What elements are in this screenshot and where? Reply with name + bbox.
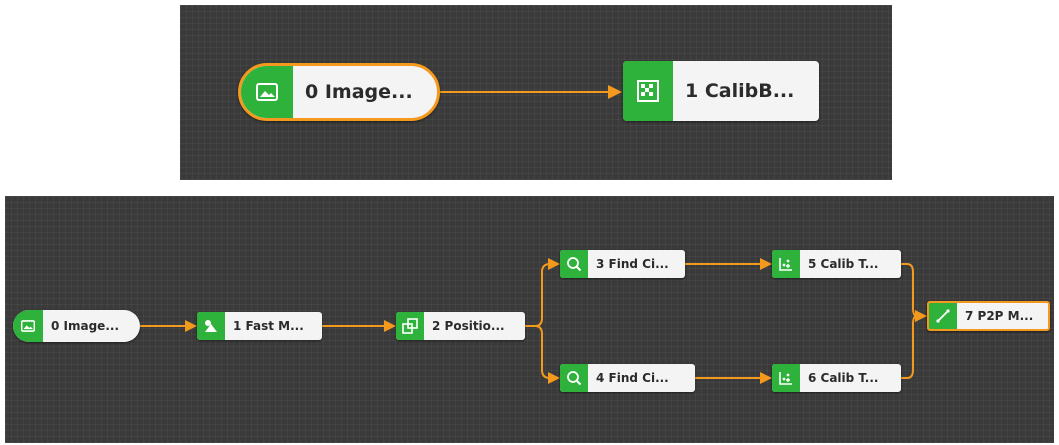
bottom-node-0-image[interactable]: 0 Image... [13, 310, 140, 342]
node-label: 4 Find Ci... [596, 371, 669, 385]
edge-0-1-arrowhead [185, 320, 197, 332]
edge-4-6-arrowhead [760, 372, 772, 384]
bottom-node-1-fast-match[interactable]: 1 Fast M... [197, 312, 322, 340]
node-label: 6 Calib T... [808, 371, 879, 385]
node-label: 0 Image... [305, 81, 413, 103]
bottom-flow-edges [140, 258, 927, 384]
bottom-node-4-find-circle[interactable]: 4 Find Ci... [560, 364, 695, 392]
calibration-board-icon [623, 61, 673, 121]
position-fix-icon [396, 312, 424, 340]
top-node-0-image[interactable]: 0 Image... [238, 63, 440, 121]
node-label: 0 Image... [51, 319, 119, 333]
bottom-node-6-calib-transform[interactable]: 6 Calib T... [772, 364, 901, 392]
node-label: 1 Fast M... [233, 319, 304, 333]
edge-2-4 [525, 325, 551, 379]
node-label: 3 Find Ci... [596, 257, 669, 271]
top-flow-canvas: 0 Image... 1 CalibB... [180, 5, 892, 180]
find-circle-icon [560, 364, 588, 392]
edge-6-7 [901, 315, 918, 379]
edge-1-2-arrowhead [384, 320, 396, 332]
top-node-1-calibboard[interactable]: 1 CalibB... [623, 61, 819, 121]
fast-match-icon [197, 312, 225, 340]
node-label: 1 CalibB... [685, 80, 795, 102]
edge-x-7-arrowhead [915, 310, 927, 322]
edge-2-3 [525, 263, 551, 327]
node-label: 2 Positio... [432, 319, 505, 333]
calib-transform-icon [772, 364, 800, 392]
bottom-flow-canvas: 0 Image... 1 Fast M... 2 Positio... 3 Fi… [5, 196, 1054, 443]
image-icon [13, 310, 43, 342]
calib-transform-icon [772, 250, 800, 278]
edge-3-5-arrowhead [760, 258, 772, 270]
edge-2-3-arrowhead [548, 258, 560, 270]
bottom-node-7-p2p-measure[interactable]: 7 P2P M... [927, 301, 1050, 331]
find-circle-icon [560, 250, 588, 278]
edge-2-4-arrowhead [548, 372, 560, 384]
node-label: 7 P2P M... [965, 309, 1034, 323]
bottom-node-3-find-circle[interactable]: 3 Find Ci... [560, 250, 685, 278]
p2p-measure-icon [929, 303, 957, 329]
edge-5-7 [901, 263, 918, 317]
node-label: 5 Calib T... [808, 257, 879, 271]
edge-0-1-arrowhead [608, 85, 622, 99]
image-icon [241, 66, 293, 118]
bottom-node-5-calib-transform[interactable]: 5 Calib T... [772, 250, 901, 278]
bottom-node-2-position[interactable]: 2 Positio... [396, 312, 525, 340]
